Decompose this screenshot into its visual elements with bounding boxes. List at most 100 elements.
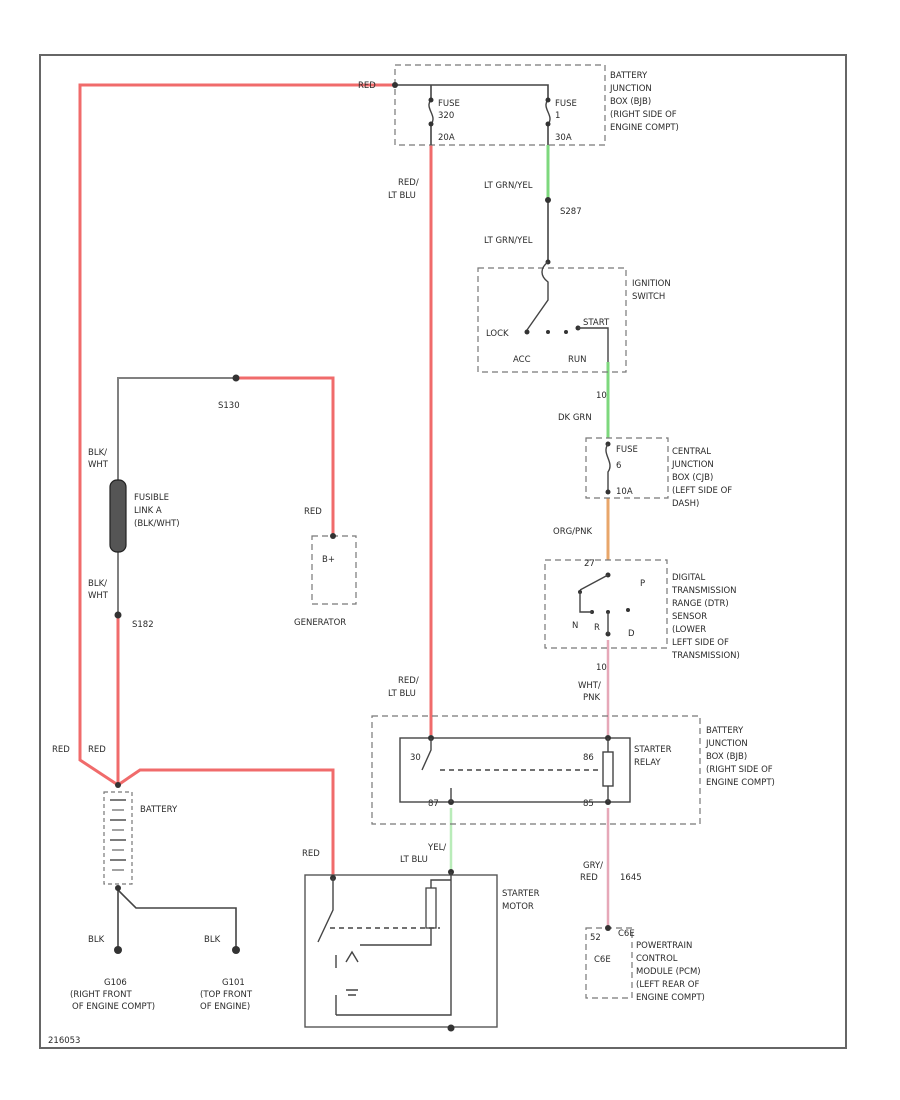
dtr-switch-blade — [579, 574, 609, 591]
dtr-name-4: SENSOR — [672, 612, 707, 622]
wire-label-blk-1: BLK/ — [88, 448, 107, 458]
cjb-fuse-bot — [605, 489, 611, 495]
wire-label-red-1: RED — [52, 745, 70, 755]
bjb-lower-name-5: ENGINE COMPT) — [706, 778, 775, 788]
bjb-top-name-3: BOX (BJB) — [610, 97, 651, 107]
wire-label-ltgrnyel-2: LT GRN/YEL — [484, 236, 533, 246]
bjb-lower-name-4: (RIGHT SIDE OF — [706, 765, 773, 775]
wire-label-red-ltblu-2: LT BLU — [388, 191, 416, 201]
bjb-lower-name-1: BATTERY — [706, 726, 744, 736]
dtr-sensor-box — [544, 559, 668, 649]
node-bjb-input — [392, 82, 398, 88]
starter-motor-box — [304, 874, 498, 1028]
wire-label-wht-2: WHT — [88, 591, 109, 601]
wire-label-red-ltblu-1: RED/ — [398, 178, 419, 188]
ignition-start-label: START — [583, 318, 610, 328]
wire-label-gry: GRY/ — [583, 861, 603, 871]
pcm-name-4: (LEFT REAR OF — [636, 980, 699, 990]
fuse-1-symbol — [545, 99, 551, 125]
relay-coil — [602, 751, 614, 787]
g101-label-3: OF ENGINE) — [200, 1002, 250, 1012]
cjb-name-3: BOX (CJB) — [672, 473, 713, 483]
cjb-fuse-number: 6 — [616, 461, 621, 471]
wire-label-red-2: RED — [88, 745, 106, 755]
pcm-connector-label: C6E — [618, 929, 635, 939]
ignition-acc-label: ACC — [513, 355, 531, 365]
fusible-link-label-3: (BLK/WHT) — [134, 519, 180, 529]
cjb-box — [585, 437, 669, 499]
fuse-legs — [430, 124, 549, 145]
ignition-lock-label: LOCK — [486, 329, 509, 339]
fusible-link-symbol — [109, 479, 127, 553]
pcm-name-5: ENGINE COMPT) — [636, 993, 705, 1003]
dtr-name-2: TRANSMISSION — [671, 586, 737, 596]
starter-motor-symbol — [345, 950, 359, 963]
battery-negative-node — [115, 885, 121, 891]
relay-pin-86: 86 — [583, 753, 594, 763]
bjb-top-name-2: JUNCTION — [609, 84, 652, 94]
pcm-pin-52: 52 — [590, 933, 601, 943]
ignition-switch-box — [477, 267, 627, 373]
relay-pin-85: 85 — [583, 799, 594, 809]
node-fuse1-bot — [545, 121, 551, 127]
wire-label-ltblu: LT BLU — [400, 855, 428, 865]
fuse-1-label: FUSE — [555, 99, 577, 109]
node-fuse320-top — [428, 97, 434, 103]
wire-red-battery-to-bjb — [78, 83, 395, 787]
ground-g101 — [232, 946, 240, 954]
fuse-320-rating: 20A — [438, 133, 455, 143]
wire-label-red-ltblu-3: RED/ — [398, 676, 419, 686]
cjb-name-1: CENTRAL — [672, 447, 711, 457]
bjb-lower-name-2: JUNCTION — [705, 739, 748, 749]
cjb-name: CENTRAL JUNCTION BOX (CJB) (LEFT SIDE OF… — [671, 447, 732, 509]
battery-label: BATTERY — [140, 805, 178, 815]
generator-box — [311, 535, 357, 605]
dtr-name-1: DIGITAL — [672, 573, 705, 583]
wire-label-10-b: 10 — [596, 663, 607, 673]
wire-label-dkgrn: DK GRN — [558, 413, 592, 423]
fuse-320-label: FUSE — [438, 99, 460, 109]
fuse-1-number: 1 — [555, 111, 560, 121]
cjb-fuse-rating: 10A — [616, 487, 633, 497]
dtr-pin-r: R — [594, 623, 600, 633]
pcm-name-2: CONTROL — [636, 954, 678, 964]
battery-positive-node — [115, 782, 121, 788]
starter-relay-name-1: STARTER — [634, 745, 672, 755]
dtr-sensor-name: DIGITAL TRANSMISSION RANGE (DTR) SENSOR … — [671, 573, 740, 661]
ignition-switch-name-2: SWITCH — [632, 292, 665, 302]
dtr-name-7: TRANSMISSION) — [671, 651, 740, 661]
cjb-fuse-6-symbol — [605, 443, 611, 492]
relay-pin-87: 87 — [428, 799, 439, 809]
bjb-top-name-1: BATTERY — [610, 71, 648, 81]
dtr-pin-d: D — [628, 629, 635, 639]
wire-label-red-starter: RED — [302, 849, 320, 859]
wire-blk-g101 — [117, 889, 237, 948]
wire-blkwht-s130-to-link — [117, 377, 236, 480]
bjb-lower-name: BATTERY JUNCTION BOX (BJB) (RIGHT SIDE O… — [705, 726, 775, 788]
wire-label-pnk: PNK — [583, 693, 600, 703]
fuse-320-symbol — [428, 99, 434, 125]
bjb-top-name: BATTERY JUNCTION BOX (BJB) (RIGHT SIDE O… — [609, 71, 679, 133]
relay-pin-30: 30 — [410, 753, 421, 763]
battery-box — [103, 791, 133, 885]
dtr-name-3: RANGE (DTR) — [672, 599, 729, 609]
wire-red-battery-to-starter — [117, 768, 335, 878]
pcm-pin-node — [605, 925, 611, 931]
wire-label-red-top: RED — [358, 81, 376, 91]
dtr-name-5: (LOWER — [672, 625, 706, 635]
wire-label-ltgrnyel-1: LT GRN/YEL — [484, 181, 533, 191]
splice-s182 — [114, 611, 122, 619]
splice-s130 — [232, 374, 240, 382]
starter-solenoid-contacts — [317, 872, 452, 1016]
splice-s182-label: S182 — [132, 620, 154, 630]
diagram-border — [39, 54, 847, 1049]
ignition-switch-name-1: IGNITION — [632, 279, 671, 289]
wire-red-s130-to-generator — [236, 376, 335, 536]
starter-case-ground — [447, 1024, 455, 1032]
node-fuse320-bot — [428, 121, 434, 127]
starter-motor-name-1: STARTER — [502, 889, 540, 899]
pcm-name-3: MODULE (PCM) — [636, 967, 701, 977]
starter-solenoid-coil — [425, 887, 437, 929]
wire-label-red-pcm: RED — [580, 873, 598, 883]
